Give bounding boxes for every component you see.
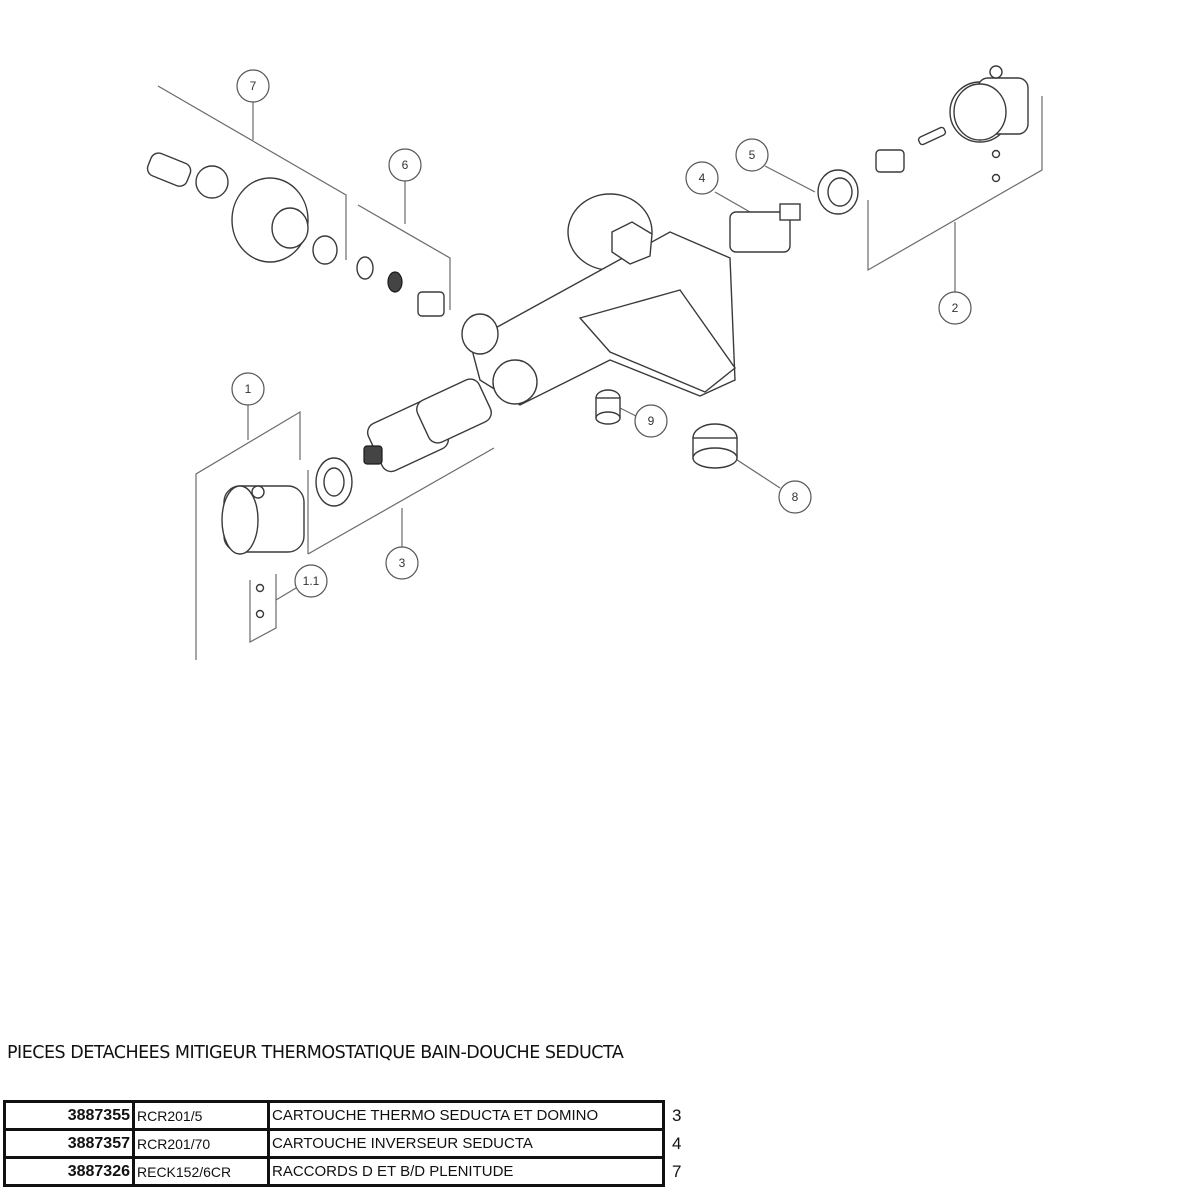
callout-6: 6: [388, 148, 422, 182]
part-item-number: 7: [662, 1157, 694, 1186]
svg-text:4: 4: [699, 171, 706, 185]
svg-text:8: 8: [792, 490, 799, 504]
callout-4: 4: [685, 161, 719, 195]
callout-8: 8: [778, 480, 812, 514]
thermostatic-parts-left: [221, 378, 492, 619]
part-description: CARTOUCHE THERMO SEDUCTA ET DOMINO: [267, 1100, 665, 1131]
callout-7: 7: [236, 69, 270, 103]
exploded-parts-drawing: 7 6 5 4 2 1 9 8 3 1.1: [146, 65, 1043, 660]
table-row: 3887355 RCR201/5 CARTOUCHE THERMO SEDUCT…: [3, 1100, 694, 1131]
svg-text:1.1: 1.1: [303, 574, 320, 588]
svg-text:9: 9: [648, 414, 655, 428]
part-code: 3887355: [3, 1100, 135, 1131]
svg-text:7: 7: [250, 79, 257, 93]
callout-2: 2: [938, 291, 972, 325]
document-title: PIECES DETACHEES MITIGEUR THERMOSTATIQUE…: [7, 1043, 624, 1063]
svg-text:3: 3: [399, 556, 406, 570]
part-code: 3887357: [3, 1128, 135, 1159]
part-reference: RCR201/70: [132, 1128, 270, 1159]
part-reference: RCR201/5: [132, 1100, 270, 1131]
svg-text:6: 6: [402, 158, 409, 172]
part-description: RACCORDS D ET B/D PLENITUDE: [267, 1156, 665, 1187]
part-code: 3887326: [3, 1156, 135, 1187]
callout-5: 5: [735, 138, 769, 172]
table-row: 3887326 RECK152/6CR RACCORDS D ET B/D PL…: [3, 1156, 694, 1187]
part-reference: RECK152/6CR: [132, 1156, 270, 1187]
table-row: 3887357 RCR201/70 CARTOUCHE INVERSEUR SE…: [3, 1128, 694, 1159]
aerator-parts: [595, 389, 738, 469]
svg-text:1: 1: [245, 382, 252, 396]
inverter-parts-right: [729, 65, 1029, 253]
part-item-number: 3: [662, 1101, 694, 1130]
mixer-body: [461, 193, 736, 406]
parts-table: 3887355 RCR201/5 CARTOUCHE THERMO SEDUCT…: [3, 1100, 694, 1187]
inlet-fittings-left: [146, 152, 445, 317]
callout-1: 1: [231, 372, 265, 406]
part-item-number: 4: [662, 1129, 694, 1158]
part-description: CARTOUCHE INVERSEUR SEDUCTA: [267, 1128, 665, 1159]
callout-3: 3: [385, 546, 419, 580]
callout-1-1: 1.1: [294, 564, 328, 598]
svg-text:2: 2: [952, 301, 959, 315]
callout-9: 9: [634, 404, 668, 438]
svg-text:5: 5: [749, 148, 756, 162]
leader-lines: [157, 85, 1043, 660]
